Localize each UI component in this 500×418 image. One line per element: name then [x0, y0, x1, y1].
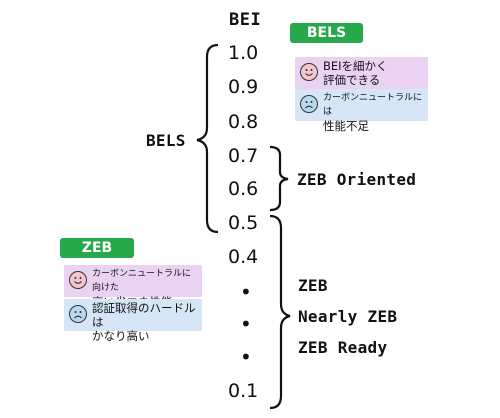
bels-pro-line-2: 評価できる — [323, 73, 381, 87]
bels-con-line-2: 性能不足 — [323, 119, 369, 133]
zeb-ready-label: ZEB Ready — [298, 338, 388, 357]
zeb-con-line-1: 認証取得のハードルは — [92, 301, 196, 329]
bei-scale-title: BEI — [229, 10, 262, 30]
zeb-tag: ZEB — [60, 238, 134, 258]
smile-face-icon — [69, 271, 87, 289]
zeb-oriented-label: ZEB Oriented — [297, 170, 417, 189]
tick-0-7: 0.7 — [228, 145, 259, 167]
zeb-con-line-2: かなり高い — [92, 329, 150, 343]
bels-con-bubble: カーボンニュートラルには 性能不足 — [295, 89, 428, 133]
zeb-label: ZEB — [298, 276, 328, 295]
bels-label: BELS — [146, 131, 186, 150]
tick-0-1: 0.1 — [228, 380, 259, 402]
ellipsis-dot-3: • — [240, 345, 252, 369]
zeb-oriented-brace — [269, 145, 289, 212]
tick-0-6: 0.6 — [228, 178, 259, 200]
zeb-brace — [269, 214, 291, 410]
sad-face-icon — [300, 95, 318, 113]
bels-con-line-1: カーボンニュートラルには — [323, 93, 423, 117]
tick-0-9: 0.9 — [228, 76, 259, 98]
zeb-pro-bubble: カーボンニュートラルに向けた 高い省エネ性能 — [64, 265, 202, 309]
bels-tag: BELS — [290, 23, 363, 43]
ellipsis-dot-1: • — [240, 280, 252, 304]
zeb-pro-line-1: カーボンニュートラルに向けた — [92, 269, 192, 293]
sad-face-icon — [69, 305, 87, 323]
tick-0-5: 0.5 — [228, 212, 259, 234]
bels-pro-bubble: BEIを細かく 評価できる — [295, 57, 428, 89]
ellipsis-dot-2: • — [240, 312, 252, 336]
tick-0-8: 0.8 — [228, 111, 259, 133]
zeb-con-bubble: 認証取得のハードルは かなり高い — [64, 299, 202, 343]
tick-0-4: 0.4 — [228, 246, 259, 268]
bels-brace — [196, 43, 219, 234]
bels-pro-line-1: BEIを細かく — [323, 59, 388, 73]
nearly-zeb-label: Nearly ZEB — [298, 307, 398, 326]
tick-1-0: 1.0 — [228, 42, 259, 64]
smile-face-icon — [300, 63, 318, 81]
